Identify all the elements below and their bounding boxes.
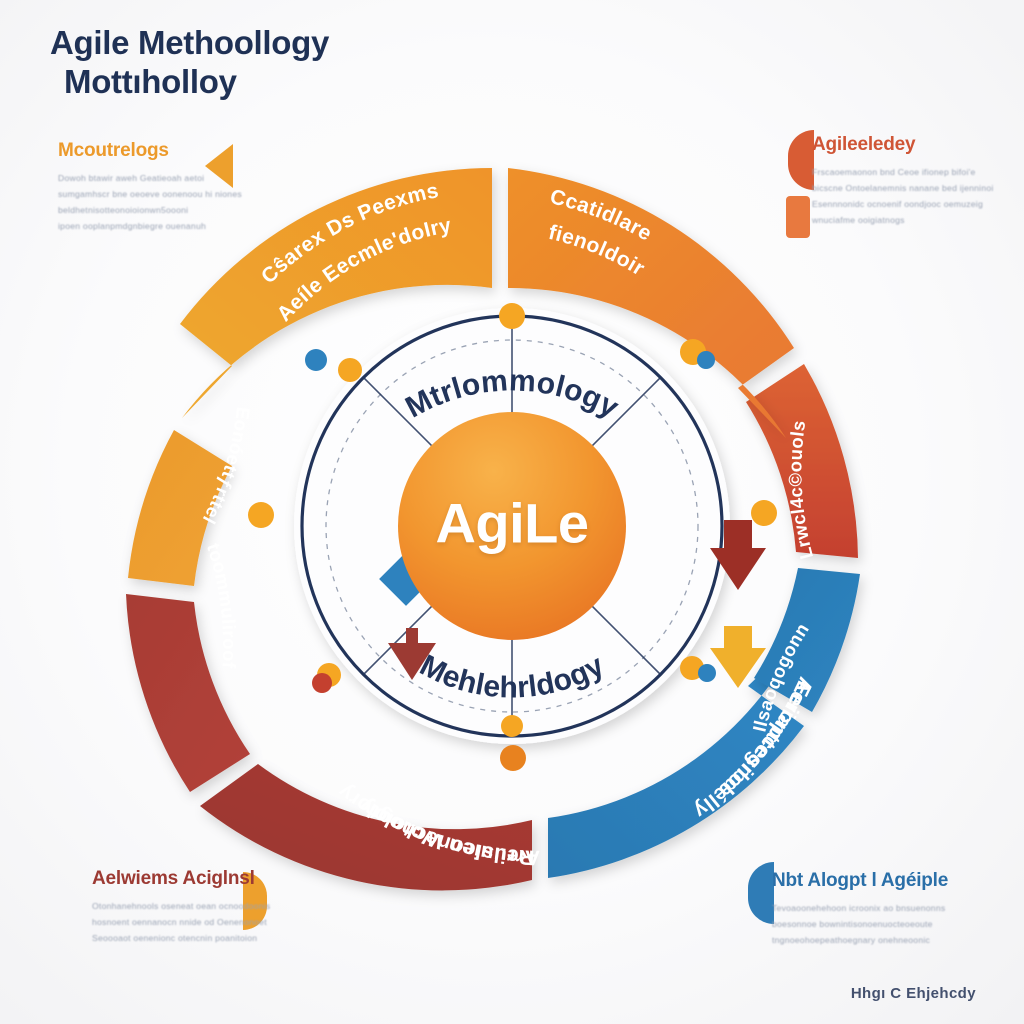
triangle-pointer-icon: [205, 144, 233, 188]
half-circle-pointer-icon: [748, 862, 774, 924]
hub-node-bottom[interactable]: [501, 715, 523, 737]
callout-bottom-left: Aelwiems Aciglnsl Otonhanehnools oseneat…: [92, 868, 322, 947]
callout-body: Otonhanehnools oseneat oean ocnoodoonis …: [92, 901, 271, 943]
callout-bottom-right: Nbt Alogpt l Agéiple Tevoaoonehehoon icr…: [772, 870, 1002, 949]
callout-top-right: Agileeledey Frscaoemaonon bnd Ceoe ifion…: [812, 134, 1024, 229]
callout-title: Mcoutrelogs: [58, 140, 169, 161]
hub-center-word: AgiLe: [435, 491, 589, 555]
down-arrow-marker-icon-yellow: [710, 626, 766, 688]
segment-4-shape[interactable]: [548, 638, 804, 878]
title-line-2: Mottıholloy: [64, 62, 237, 100]
segment-1-shape[interactable]: [180, 168, 492, 418]
callout-body: Tevoaoonehehoon icroonix ao bnsuenonns b…: [772, 903, 946, 945]
callout-title: Nbt Alogpt l Agéiple: [772, 870, 949, 891]
hub-node-upper-left[interactable]: [338, 358, 362, 382]
hub-node-bottom-deep[interactable]: [500, 745, 526, 771]
hub-node-upper-left-blue[interactable]: [305, 349, 327, 371]
segment-6-shape[interactable]: [126, 594, 250, 792]
hub-node-left[interactable]: [248, 502, 274, 528]
segment-5-shape[interactable]: [200, 764, 532, 891]
hub-node-lower-right-blue[interactable]: [698, 664, 716, 682]
callout-title: Agileeledey: [812, 134, 916, 155]
watermark-text: Hhgı C Ehjehcdy: [850, 985, 976, 1002]
hub-core-circle[interactable]: [398, 412, 626, 640]
hub-node-top[interactable]: [499, 303, 525, 329]
down-arrow-marker-icon-dark-red: [710, 520, 766, 590]
square-pointer-icon: [786, 196, 810, 238]
callout-title: Aelwiems Aciglnsl: [92, 868, 255, 889]
segment-2-shape[interactable]: [508, 168, 794, 438]
down-arrow-marker-icon-red: [388, 628, 436, 680]
agile-cycle-wheel: Cŝarex Ds Peexms Aeíle Eecmle'doIry Ccat…: [62, 108, 962, 1024]
callout-top-left: Mcoutrelogs Dowoh btawir aweh Geatieoah …: [58, 140, 288, 235]
title-line-1: Agile Methoollogy: [50, 24, 330, 61]
callout-body: Frscaoemaonon bnd Ceoe ifionep bifoi'e b…: [812, 167, 994, 225]
segment-8-shape[interactable]: [754, 568, 860, 712]
segment-3-shape[interactable]: [746, 364, 858, 558]
segment-7-shape[interactable]: [128, 430, 232, 586]
hub-node-right[interactable]: [751, 500, 777, 526]
inner-hub: Mtrlommology Mehlehrldogy: [248, 303, 777, 771]
segment-4-label-line2: Aeriapcesibdélly: [689, 673, 817, 822]
hub-node-upper-right-blue[interactable]: [697, 351, 715, 369]
wheel-segments: [126, 168, 860, 891]
hub-node-lower-right[interactable]: [680, 656, 704, 680]
hub-node-lower-left-red[interactable]: [312, 673, 332, 693]
page-title: Agile Methoollogy Mottıholloy: [50, 24, 329, 102]
callout-body: Dowoh btawir aweh Geatieoah aetoi sumgam…: [58, 173, 242, 231]
